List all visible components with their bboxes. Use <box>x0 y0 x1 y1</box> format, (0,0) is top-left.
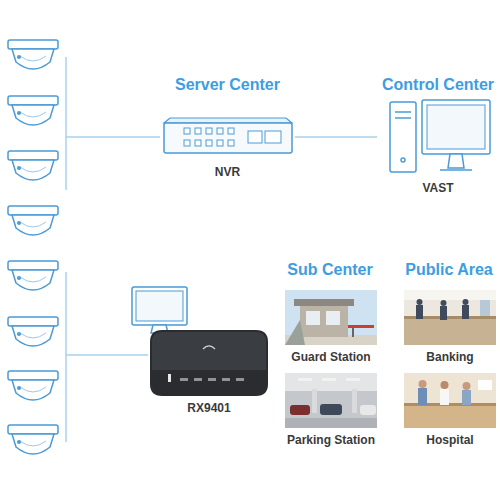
photo-node: Parking Station <box>281 371 381 449</box>
network-link <box>295 136 377 138</box>
area-heading: Sub Center <box>268 261 392 279</box>
rx-box-icon <box>150 330 268 396</box>
photo-node: Guard Station <box>281 288 381 366</box>
dome-camera <box>8 96 58 125</box>
dome-camera <box>8 317 58 346</box>
rx9401-box: RX9401 <box>148 328 270 416</box>
device-label: Banking <box>400 350 500 364</box>
device-label: VAST <box>377 181 499 195</box>
dome-camera <box>8 261 58 290</box>
device-label: RX9401 <box>148 401 270 415</box>
vast-workstation: Control CenterVAST <box>377 72 499 197</box>
workstation-icon <box>390 100 490 172</box>
dome-camera <box>8 425 58 454</box>
banking-photo <box>404 290 496 345</box>
parking-station-photo <box>285 373 377 428</box>
photo-node: Banking <box>400 288 500 366</box>
section-heading: Server Center <box>160 76 295 94</box>
dome-camera <box>8 151 58 180</box>
device-label: Guard Station <box>281 350 381 364</box>
dome-camera <box>8 371 58 400</box>
nvr-icon <box>164 118 292 153</box>
hospital-photo <box>404 373 496 428</box>
camera-wires <box>66 57 160 442</box>
device-label: Parking Station <box>281 433 381 447</box>
photo-node: Hospital <box>400 371 500 449</box>
monitor-icon <box>132 287 187 333</box>
dome-camera <box>8 206 58 235</box>
dome-cameras <box>8 40 58 454</box>
device-label: NVR <box>160 165 295 179</box>
dome-camera <box>8 40 58 69</box>
section-heading: Control Center <box>377 76 499 94</box>
nvr-device: Server CenterNVR <box>160 72 295 182</box>
area-heading: Public Area <box>398 261 500 279</box>
device-label: Hospital <box>400 433 500 447</box>
guard-station-photo <box>285 290 377 345</box>
